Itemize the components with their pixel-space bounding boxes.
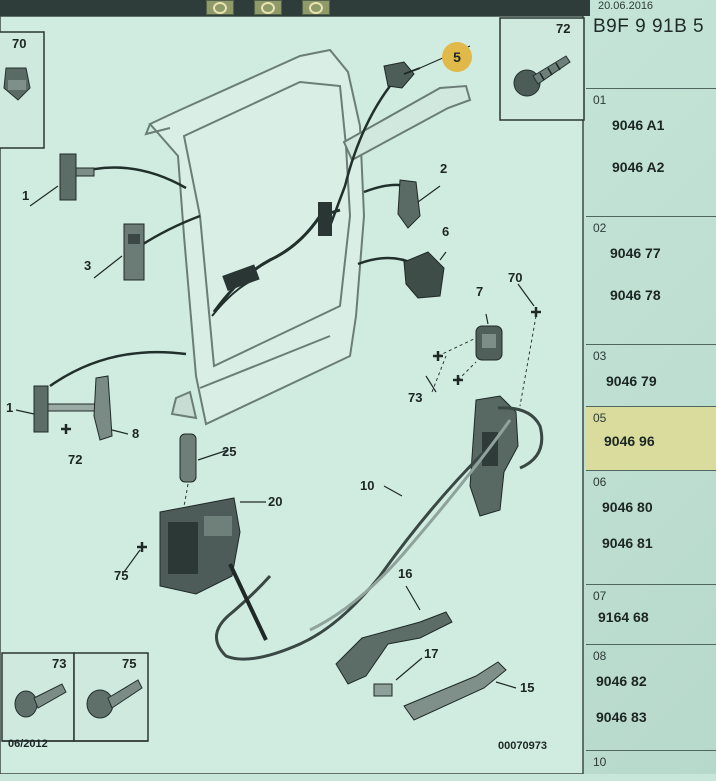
part-1-bottom-drawing	[33, 385, 99, 433]
parts-row[interactable]: 05 9046 96	[586, 406, 716, 471]
exploded-diagram: 70 72 73 75 5 1 3 2 6 7 70 1 8 72 73 25 …	[0, 16, 586, 774]
callout-6[interactable]: 6	[442, 224, 450, 239]
inset-label-70: 70	[12, 36, 27, 51]
screw-75-drawing	[86, 679, 143, 719]
cable-10	[215, 406, 544, 661]
callout-70[interactable]: 70	[508, 270, 523, 285]
part-7-drawing	[475, 325, 503, 361]
callout-7[interactable]: 7	[476, 284, 484, 299]
parts-row-index: 10	[593, 755, 607, 769]
header-reference: B9F 9 91B 5	[593, 16, 705, 37]
part-8-drawing	[93, 375, 113, 441]
callout-1-top[interactable]: 1	[22, 188, 30, 203]
parts-row[interactable]: 03 9046 79	[586, 344, 716, 407]
options-button[interactable]	[302, 0, 330, 15]
footer-date: 06/2012	[8, 738, 48, 750]
diagram-drawing	[0, 16, 585, 774]
callout-17[interactable]: 17	[424, 646, 439, 661]
search-icon	[261, 2, 275, 14]
parts-row-reference[interactable]: 9046 A2	[612, 159, 665, 175]
parts-row[interactable]: 07 9164 68	[586, 584, 716, 645]
callout-75[interactable]: 75	[114, 568, 129, 583]
part-2-drawing	[397, 179, 421, 229]
parts-row-reference[interactable]: 9046 80	[602, 499, 653, 515]
part-3-drawing	[123, 223, 145, 281]
zoom-icon	[213, 2, 227, 14]
part-15-handle-drawing	[403, 661, 507, 721]
part-1-top-drawing	[59, 153, 95, 201]
door-panel-drawing	[144, 48, 366, 426]
cross-markers	[61, 307, 541, 552]
part-6-drawing	[403, 251, 445, 299]
callout-15[interactable]: 15	[520, 680, 535, 695]
callout-8[interactable]: 8	[132, 426, 140, 441]
parts-row-index: 08	[593, 649, 607, 663]
callout-2[interactable]: 2	[440, 161, 448, 176]
footer-code: 00070973	[498, 740, 547, 752]
part-17-drawing	[373, 683, 393, 697]
part-20-lock-drawing	[159, 497, 241, 595]
options-icon	[309, 2, 323, 14]
parts-row-reference[interactable]: 9046 A1	[612, 117, 665, 133]
callout-72[interactable]: 72	[68, 452, 83, 467]
inset-label-75: 75	[122, 656, 137, 671]
parts-row-reference[interactable]: 9046 77	[610, 245, 661, 261]
parts-row-index: 01	[593, 93, 607, 107]
header-date: 20.06.2016	[598, 0, 654, 12]
search-button[interactable]	[254, 0, 282, 15]
parts-row-reference[interactable]: 9046 82	[596, 673, 647, 689]
callout-25[interactable]: 25	[222, 444, 237, 459]
screw-72-drawing	[513, 55, 571, 97]
callout-10[interactable]: 10	[360, 478, 375, 493]
parts-row-reference[interactable]: 9164 68	[598, 609, 649, 625]
parts-row[interactable]: 10	[586, 750, 716, 781]
callout-20[interactable]: 20	[268, 494, 283, 509]
inset-label-72: 72	[556, 21, 571, 36]
parts-row-reference[interactable]: 9046 96	[604, 433, 655, 449]
callout-16[interactable]: 16	[398, 566, 413, 581]
inset-label-73: 73	[52, 656, 67, 671]
parts-row-index: 02	[593, 221, 607, 235]
parts-row-reference[interactable]: 9046 81	[602, 535, 653, 551]
parts-row-index: 07	[593, 589, 607, 603]
inset-72-box	[499, 17, 585, 121]
parts-row[interactable]: 08 9046 82 9046 83	[586, 644, 716, 751]
toolbar	[0, 0, 590, 16]
parts-row-reference[interactable]: 9046 79	[606, 373, 657, 389]
parts-row[interactable]: 06 9046 80 9046 81	[586, 470, 716, 585]
screw-73-drawing	[14, 683, 67, 718]
parts-row[interactable]: 01 9046 A1 9046 A2	[586, 88, 716, 217]
callout-5-highlight[interactable]: 5	[442, 42, 472, 72]
part-25-drawing	[179, 433, 197, 483]
parts-row-reference[interactable]: 9046 78	[610, 287, 661, 303]
parts-row-index: 03	[593, 349, 607, 363]
callout-3[interactable]: 3	[84, 258, 92, 273]
part-5-drawing	[383, 61, 421, 89]
parts-row-index: 05	[593, 411, 607, 425]
rod-5	[328, 85, 392, 227]
callout-1-bottom[interactable]: 1	[6, 400, 14, 415]
callout-73[interactable]: 73	[408, 390, 423, 405]
parts-row-reference[interactable]: 9046 83	[596, 709, 647, 725]
zoom-button[interactable]	[206, 0, 234, 15]
parts-row-index: 06	[593, 475, 607, 489]
part-16-handle-drawing	[335, 611, 453, 685]
screw-70-drawing	[3, 67, 31, 101]
